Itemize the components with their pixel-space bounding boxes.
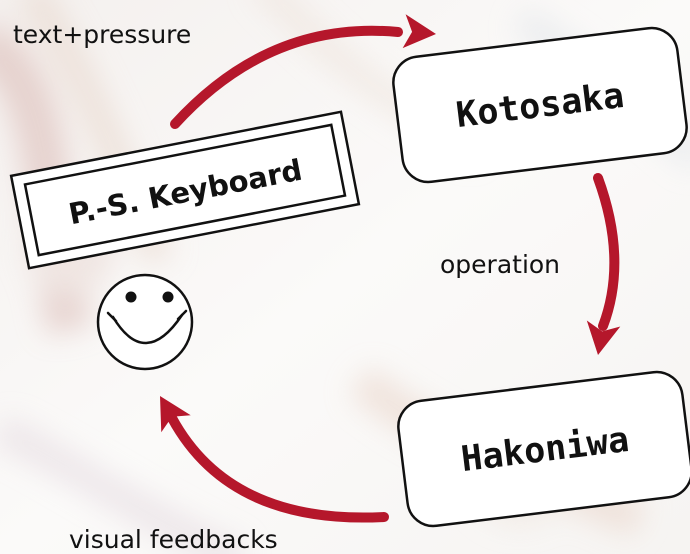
arrow-text-pressure <box>170 14 436 129</box>
node-keyboard: P.-S. Keyboard <box>9 110 361 270</box>
smiley-face-icon <box>96 273 194 371</box>
arrow-visual-feedbacks <box>160 396 389 523</box>
node-kotosaka: Kotosaka <box>392 26 688 184</box>
arrow-operation <box>586 173 621 355</box>
node-hakoniwa: Hakoniwa <box>397 370 690 528</box>
label-operation: operation <box>440 250 560 279</box>
label-text-pressure: text+pressure <box>13 20 191 49</box>
label-visual-feedbacks: visual feedbacks <box>69 525 278 554</box>
